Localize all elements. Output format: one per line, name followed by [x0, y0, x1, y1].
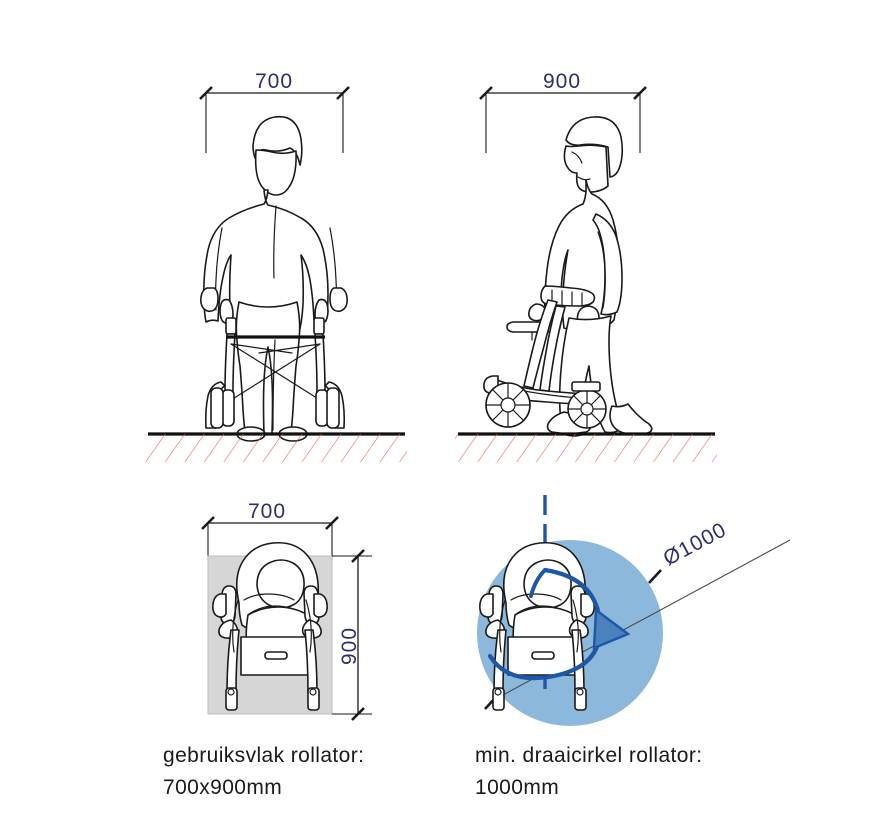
plan-person-rollator-figure [212, 541, 328, 711]
plan-person-rollator-figure-turning [479, 541, 595, 711]
dimension-700-plan: 700 [201, 500, 339, 560]
rollator-front-figure [204, 298, 346, 431]
caption-left-line1: gebruiksvlak rollator: [163, 744, 364, 767]
caption-right: min. draaicirkel rollator: 1000mm [475, 744, 702, 799]
ground-line-front [145, 432, 407, 462]
front-elevation-group: 700 [145, 70, 407, 462]
rollator-wheel-front [567, 381, 607, 429]
dimension-900-top-right: 900 [479, 70, 647, 153]
dimension-label-700-front: 700 [255, 70, 293, 93]
dimension-label-900-plan: 900 [338, 627, 361, 665]
caption-right-line1: min. draaicirkel rollator: [475, 744, 702, 767]
dimension-900-plan: 900 [332, 549, 372, 721]
ground-line-side [455, 432, 717, 462]
rotation-arrow [487, 567, 631, 681]
caption-left-line2: 700x900mm [163, 776, 282, 799]
caption-right-line2: 1000mm [475, 776, 559, 799]
dimension-700-top-left: 700 [199, 70, 350, 153]
dimension-label-900-side: 900 [543, 70, 581, 93]
plan-footprint-group: 700 900 [201, 500, 372, 721]
rollator-wheel-rear [485, 382, 531, 428]
turning-circle-group: Ø1000 [477, 495, 791, 726]
diameter-label-1000: Ø1000 [660, 518, 731, 570]
caption-left: gebruiksvlak rollator: 700x900mm [163, 744, 364, 799]
rollator-side-figure [483, 285, 607, 429]
person-front-figure [200, 115, 348, 442]
dimension-label-700-plan: 700 [248, 500, 286, 523]
side-elevation-group: 900 [455, 70, 717, 462]
